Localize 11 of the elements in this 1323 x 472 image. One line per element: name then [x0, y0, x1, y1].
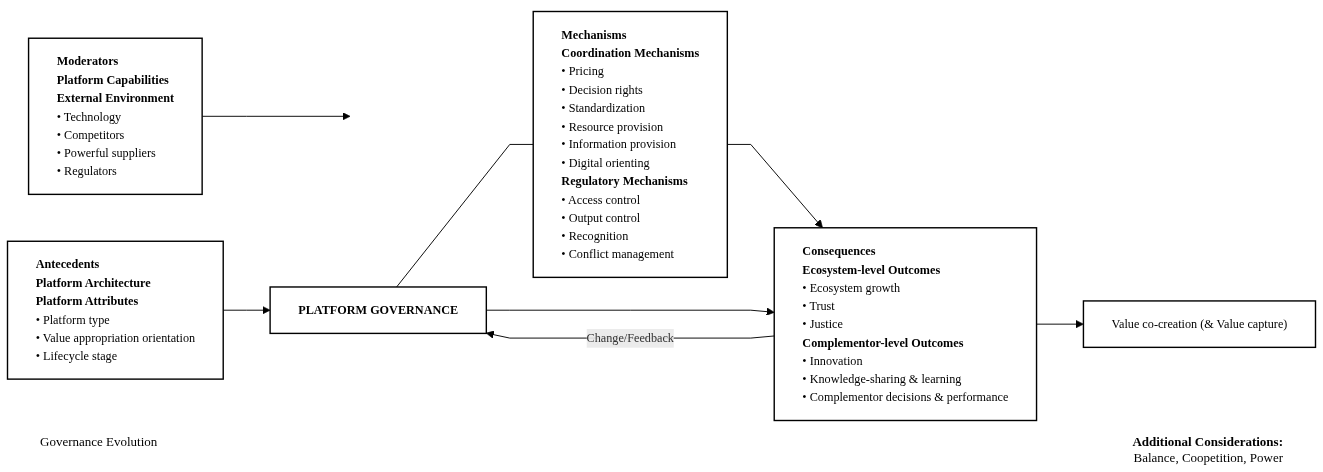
node-box: Consequences Ecosystem-level Outcomes • Ecosystem growth • Trust • Justice Complementor-level Outcomes • Innovation • Knowledge-sharing & learning • Complementor decisions & performance: [773, 227, 1038, 422]
node-box: PLATFORM GOVERNANCE: [269, 286, 488, 335]
node-box: Antecedents Platform Architecture Platform Attributes • Platform type • Value appropriation orientation • Lifecycle stage: [6, 240, 224, 380]
node-box: Moderators Platform Capabilities External Environment • Technology • Competitors • Powerful suppliers • Regulators: [27, 37, 203, 196]
node-box: Value co-creation (& Value capture): [1082, 300, 1317, 349]
edge-label: Change/Feedback: [586, 330, 674, 345]
node-box: Mechanisms Coordination Mechanisms • Pricing • Decision rights • Standardization • Resource provision • Information provision • Digital orienting Regulatory Mechanisms • Access control • Output control • Recognition • Conflict management: [532, 10, 729, 279]
note-text: Balance, Coopetition, Power: [1133, 450, 1283, 466]
connector: [396, 143, 534, 288]
note-heading: Additional Considerations:: [1132, 434, 1283, 450]
note-text: Governance Evolution: [40, 434, 158, 450]
